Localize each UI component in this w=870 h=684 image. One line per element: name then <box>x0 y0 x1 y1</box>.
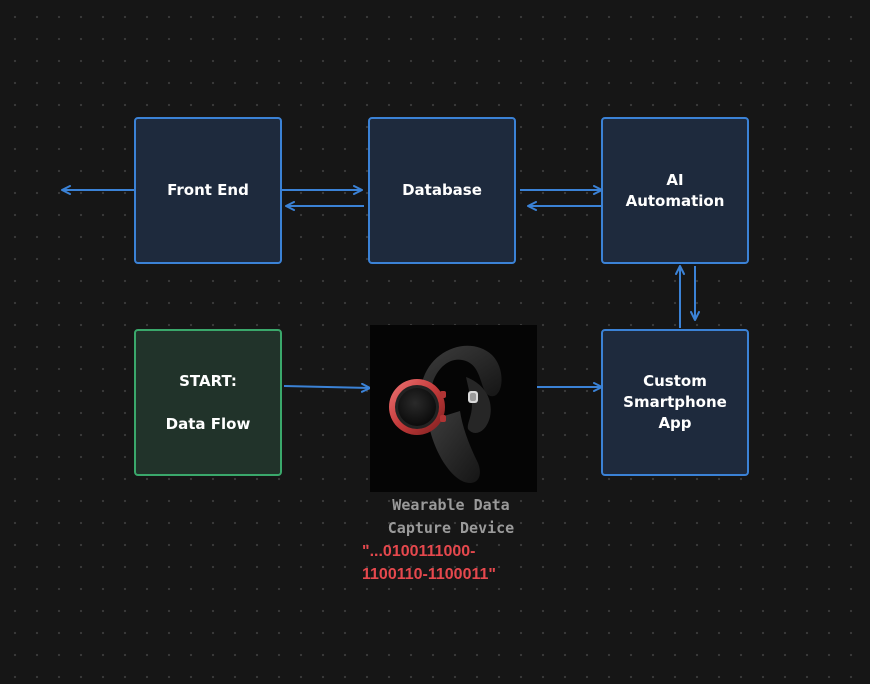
node-ai-automation-line1: AI <box>666 170 684 189</box>
node-ai-automation[interactable]: AI Automation <box>601 117 749 264</box>
arrow-start-to-device <box>283 382 371 393</box>
node-ai-automation-line2: Automation <box>625 191 725 210</box>
node-start-line1: START: <box>179 371 237 390</box>
node-start-data-flow[interactable]: START: Data Flow <box>134 329 282 476</box>
binary-line1: "...0100111000- <box>362 543 476 560</box>
smartwatch-icon <box>389 345 502 483</box>
device-caption: Wearable Data Capture Device <box>356 494 546 540</box>
node-database-label: Database <box>402 181 482 199</box>
node-start-line2: Data Flow <box>165 414 251 433</box>
binary-line2: 1100110-1100011" <box>362 566 496 583</box>
device-caption-line2: Capture Device <box>387 519 515 537</box>
device-caption-line1: Wearable Data <box>392 496 510 514</box>
node-app-line3: App <box>658 414 692 432</box>
binary-data-label: "...0100111000- 1100110-1100011" <box>362 540 542 586</box>
node-app-line2: Smartphone <box>623 393 727 411</box>
node-app-line1: Custom <box>643 372 707 390</box>
wearable-device-image[interactable] <box>370 325 537 492</box>
node-smartphone-app[interactable]: Custom Smartphone App <box>601 329 749 476</box>
node-database[interactable]: Database <box>368 117 516 264</box>
node-front-end[interactable]: Front End <box>134 117 282 264</box>
node-front-end-label: Front End <box>167 181 249 199</box>
